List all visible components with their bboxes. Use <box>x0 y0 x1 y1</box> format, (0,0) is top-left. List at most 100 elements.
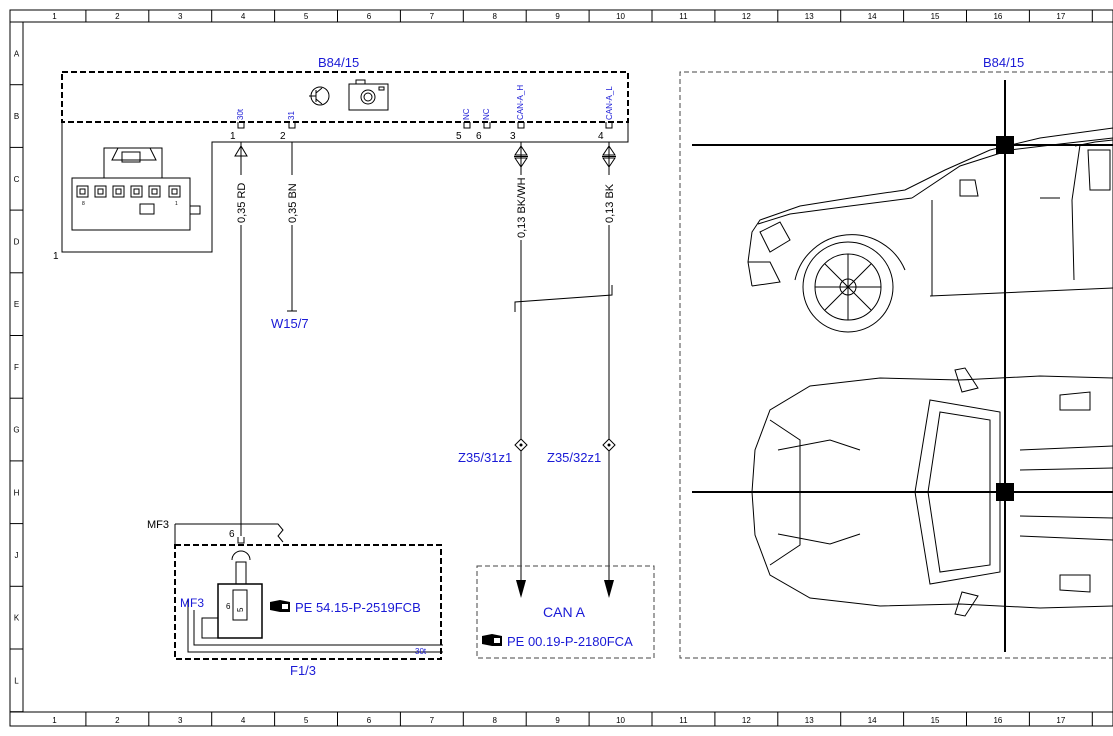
fuse-left-number: 6 <box>226 602 231 611</box>
grid-column-label: 9 <box>555 716 560 725</box>
fuse-bus-label: 30t <box>415 647 427 656</box>
locator-title: B84/15 <box>983 55 1024 70</box>
mf-top-label: MF3 <box>147 519 169 531</box>
can-a-box <box>476 565 655 659</box>
grid-row-label: K <box>14 614 20 623</box>
grid-column-label: 9 <box>555 12 560 21</box>
pin-4-signal: CAN-A_L <box>605 86 614 120</box>
grid-column-label: 5 <box>304 12 309 21</box>
wire-label-pin-1: 0,35 RD <box>236 183 248 223</box>
wire-label-pin-4: 0,13 BK <box>604 183 616 223</box>
grid-column-label: 4 <box>241 716 246 725</box>
grid-column-label: 2 <box>115 716 120 725</box>
grid-column-label: 14 <box>868 12 877 21</box>
pin-6-signal: NC <box>482 108 491 120</box>
grid-row-label: L <box>14 676 19 685</box>
locator-crosshair <box>692 80 1113 652</box>
grid-column-label: 6 <box>367 716 372 725</box>
grid-row-label: C <box>14 175 20 184</box>
grid-column-label: 16 <box>993 716 1002 725</box>
pin-5-signal: NC <box>462 108 471 120</box>
wire-pin-4 <box>602 142 616 598</box>
pin-1-number: 1 <box>230 131 236 142</box>
fuse-holder <box>187 550 443 653</box>
grid-column-label: 1 <box>52 12 57 21</box>
component-id-label: B84/15 <box>318 55 359 70</box>
grid-column-label: 4 <box>241 12 246 21</box>
grid-column-label: 1 <box>52 716 57 725</box>
locator-panel-box <box>679 71 1113 659</box>
wire-label-pin-3: 0,13 BK/WH <box>516 177 528 238</box>
component-dashed-box <box>61 71 629 123</box>
grid-ticks <box>10 10 1093 726</box>
grid-column-label: 11 <box>679 12 688 21</box>
grid-column-label: 7 <box>430 12 435 21</box>
ground-point-label: W15/7 <box>271 316 309 331</box>
grid-column-label: 11 <box>679 716 688 725</box>
grid-column-label: 17 <box>1056 12 1065 21</box>
splice-right-label: Z35/32z1 <box>547 450 601 465</box>
grid-column-label: 12 <box>742 12 751 21</box>
splice-left-label: Z35/31z1 <box>458 450 512 465</box>
connector-pin-mark-8: 8 <box>82 201 85 207</box>
grid-column-label: 13 <box>805 716 814 725</box>
grid-column-label: 5 <box>304 716 309 725</box>
mf-pin-label: 6 <box>229 529 235 540</box>
component-housing-outline <box>61 122 629 253</box>
pin-3-signal: CAN-A_H <box>516 85 525 120</box>
grid-column-label: 12 <box>742 716 751 725</box>
grid-column-label: 2 <box>115 12 120 21</box>
pin-3-number: 3 <box>510 131 516 142</box>
connector-pin-mark-1: 1 <box>175 201 178 207</box>
mf-inner-label: MF3 <box>180 596 204 610</box>
grid-row-label: D <box>14 237 20 246</box>
grid-column-label: 3 <box>178 12 183 21</box>
pin-2-signal: 31 <box>287 111 296 120</box>
pin-terminals <box>237 122 613 129</box>
pin-1-signal: 30t <box>236 108 245 120</box>
grid-column-label: 8 <box>493 716 498 725</box>
connector-number-label: 1 <box>53 251 59 262</box>
fuse-block-dashed-box <box>174 544 442 660</box>
grid-row-label: G <box>13 426 19 435</box>
grid-column-label: 10 <box>616 12 625 21</box>
grid-row-label: A <box>14 49 20 58</box>
grid-row-label: J <box>15 551 19 560</box>
grid-row-label: H <box>14 488 20 497</box>
grid-column-label: 13 <box>805 12 814 21</box>
grid-column-label: 8 <box>493 12 498 21</box>
grid-column-label: 15 <box>931 716 940 725</box>
fuse-right-number: 5 <box>236 607 245 612</box>
mf-terminal <box>237 537 245 544</box>
car-side-view <box>747 127 1113 333</box>
grid-row-label: F <box>14 363 19 372</box>
can-a-reference-link[interactable]: PE 00.19-P-2180FCA <box>507 634 633 649</box>
grid-column-label: 6 <box>367 12 372 21</box>
connector-drawing: 8 1 <box>71 147 201 231</box>
fuse-block-id: F1/3 <box>290 663 316 678</box>
wire-pin-2 <box>287 142 297 312</box>
transistor-symbol <box>309 86 330 106</box>
pin-5-number: 5 <box>456 131 462 142</box>
grid-column-label: 17 <box>1056 716 1065 725</box>
grid-column-label: 3 <box>178 716 183 725</box>
pin-4-number: 4 <box>598 131 604 142</box>
pin-2-number: 2 <box>280 131 286 142</box>
grid-row-label: E <box>14 300 19 309</box>
camera-icon <box>348 79 389 111</box>
grid-column-label: 14 <box>868 716 877 725</box>
hand-pointer-icon <box>482 634 502 646</box>
hand-pointer-icon <box>270 600 290 612</box>
twisted-pair-marker <box>514 285 613 312</box>
fuse-block-reference-link[interactable]: PE 54.15-P-2519FCB <box>295 600 421 615</box>
grid-column-label: 7 <box>430 716 435 725</box>
wire-pin-3 <box>514 142 528 598</box>
sheet-frame <box>9 9 1113 727</box>
grid-column-label: 16 <box>993 12 1002 21</box>
mf-bracket <box>175 523 284 543</box>
grid-column-label: 15 <box>931 12 940 21</box>
